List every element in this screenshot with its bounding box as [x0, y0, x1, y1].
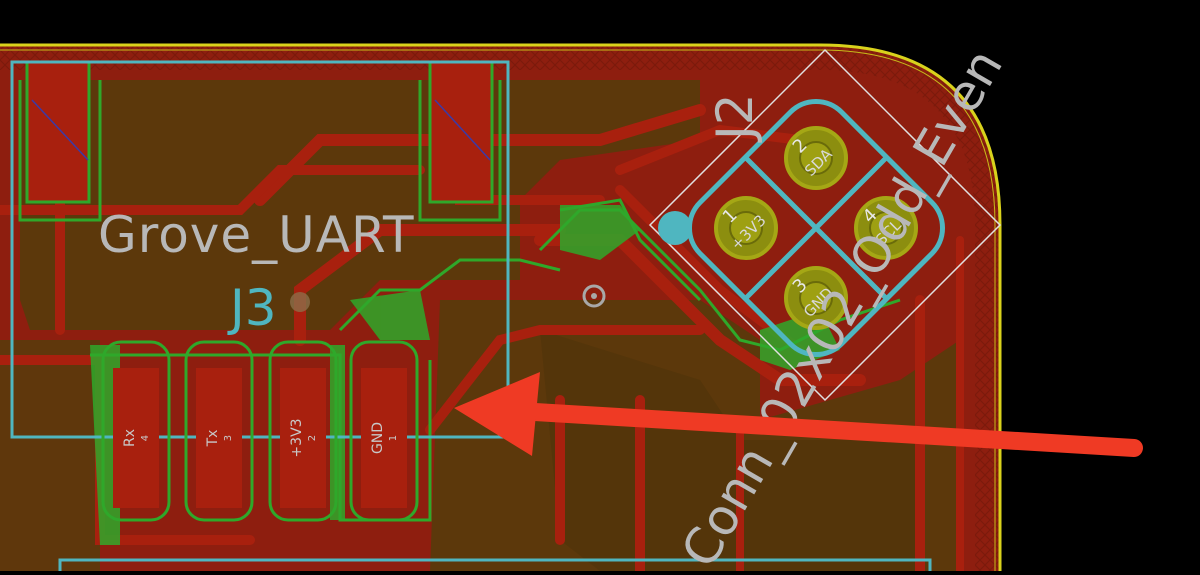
j3-ref-label: J3	[227, 279, 277, 337]
j2-courtyard-outline	[648, 48, 1002, 402]
pin1-marker	[658, 211, 692, 245]
j3-pad-number: 2	[307, 435, 318, 441]
j3-courtyard-outline[interactable]	[10, 60, 510, 439]
j3-pad-number: 3	[223, 435, 234, 441]
j3-value-label: Grove_UART	[98, 206, 415, 264]
j3-pad-name: GND	[370, 422, 386, 454]
j2-ref-label: J2	[706, 93, 764, 143]
red-arrow-icon	[454, 372, 1143, 457]
j3-mounting-pads[interactable]	[25, 60, 494, 204]
board-edge-cut	[0, 43, 1002, 571]
j3-pad-number: 4	[140, 435, 151, 441]
vias	[290, 284, 606, 312]
board-edge-inner	[0, 49, 996, 571]
j2-pin-outlines	[686, 98, 946, 358]
j3-pad-name: Tx	[205, 430, 221, 448]
j2-pad-1[interactable]: 1+3V3	[714, 196, 778, 260]
j3-pad-name: +3V3	[289, 418, 305, 457]
j3-pad-name: Rx	[122, 429, 138, 447]
lower-footprint-outline	[58, 558, 932, 575]
j3-pad-number: 1	[388, 435, 399, 441]
